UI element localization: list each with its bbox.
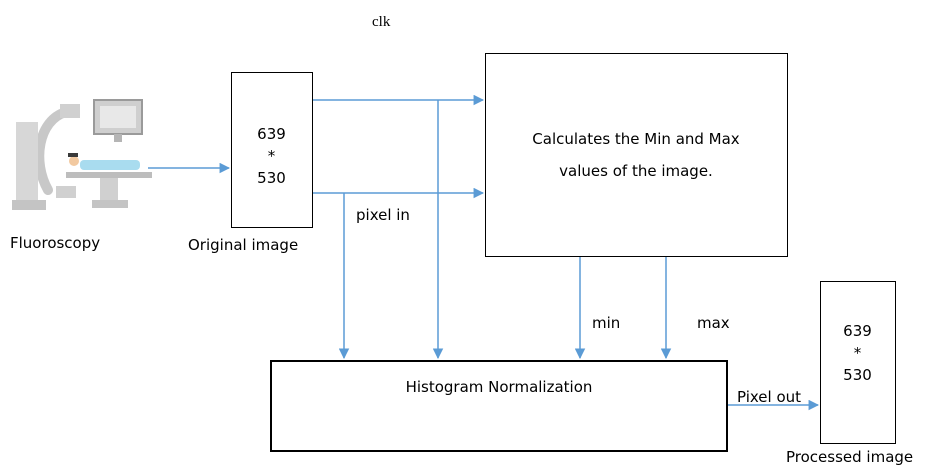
minmax-calculation-block: Calculates the Min and Max values of the… [485, 53, 788, 257]
histogram-normalization-label: Histogram Normalization [405, 378, 593, 396]
fluoroscopy-label: Fluoroscopy [10, 234, 101, 252]
clock-label: clk [372, 14, 391, 30]
original-image-width: 639 [257, 125, 286, 143]
processed-image-separator: * [853, 344, 862, 362]
processed-image-box: 639 * 530 [820, 281, 896, 444]
histogram-normalization-block: Histogram Normalization [270, 360, 728, 452]
pixel-in-label: pixel in [356, 206, 410, 224]
pixel-out-label: Pixel out [737, 388, 802, 406]
processed-image-caption: Processed image [786, 448, 914, 466]
original-image-box: 639 * 530 [231, 72, 313, 228]
original-image-height: 530 [257, 169, 286, 187]
original-image-separator: * [267, 147, 276, 165]
processed-image-width: 639 [843, 322, 872, 340]
max-label: max [697, 314, 730, 332]
fluoroscopy-machine-icon [12, 99, 152, 210]
original-image-caption: Original image [188, 236, 299, 254]
minmax-text-line2: values of the image. [559, 162, 713, 180]
min-label: min [592, 314, 621, 332]
processed-image-height: 530 [843, 366, 872, 384]
minmax-text-line1: Calculates the Min and Max [532, 130, 740, 148]
